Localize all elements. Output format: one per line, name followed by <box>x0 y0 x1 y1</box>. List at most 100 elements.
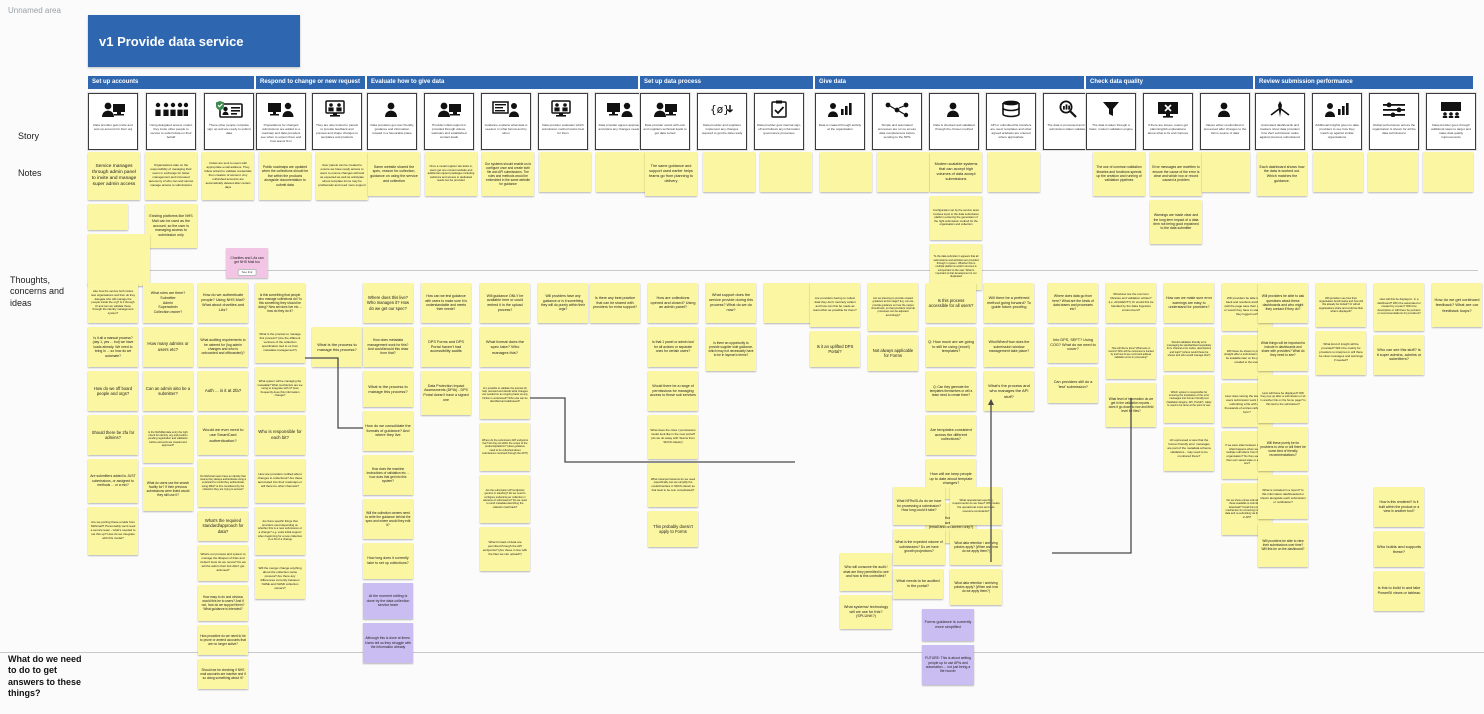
sticky-note[interactable]: What NFRs/SLAs do we have for processing… <box>893 487 945 525</box>
sticky-note[interactable]: Would there be a range of permissions fo… <box>648 371 698 411</box>
story-card[interactable]: Preparations for changed submissions are… <box>256 93 306 150</box>
sticky-note[interactable]: Is the NHSMail data entry the right chec… <box>143 415 193 463</box>
sticky-note[interactable]: Who/How are the common libraries and val… <box>1106 283 1156 323</box>
sticky-note[interactable]: At the moment editing is done by the dat… <box>363 583 413 619</box>
sticky-note[interactable]: What auditing requirements to be catered… <box>198 327 248 367</box>
sticky-note[interactable]: What is included in a report? Is this in… <box>1258 475 1308 519</box>
sticky-note-blank[interactable] <box>1368 152 1418 192</box>
sticky-note[interactable]: DPS Forms and DPS Portal haven't had acc… <box>421 327 471 367</box>
sticky-note[interactable]: Not always applicable for Forms <box>868 335 918 371</box>
sticky-note[interactable]: Which system is responsible for ensuring… <box>1164 375 1214 423</box>
see-link-chip[interactable]: See link <box>237 269 257 276</box>
sticky-note[interactable]: Configuration set by the service team in… <box>930 196 982 240</box>
story-card[interactable]: Data provider agrees approach and plans … <box>595 93 645 150</box>
story-card[interactable]: Data provider goes through additional st… <box>1426 93 1476 150</box>
sticky-note[interactable]: Will there be a preferred method going f… <box>984 283 1034 323</box>
sticky-note[interactable]: This probably doesn't apply to Forms <box>648 511 698 547</box>
sticky-note[interactable]: What do users use the search facility fo… <box>143 467 193 511</box>
sticky-note[interactable]: Although this is done at times. Users te… <box>363 623 413 663</box>
sticky-note[interactable]: How is this rendered? Is it built within… <box>1374 487 1424 527</box>
sticky-note[interactable]: Would we ever need to use SmartCard auth… <box>198 415 248 455</box>
story-card[interactable]: These other people complete sign up and … <box>204 93 254 150</box>
sticky-note[interactable]: Who builds and supports these? <box>1374 531 1424 567</box>
sticky-note[interactable]: What is the expected volume of submissio… <box>893 529 945 565</box>
sticky-note[interactable]: Is it possible to validate the queries f… <box>480 371 530 419</box>
sticky-note[interactable]: Are submitters added to JUST submissions… <box>88 459 138 503</box>
sticky-note[interactable]: Will providers be able to ask questions … <box>1258 283 1308 323</box>
sticky-note[interactable]: Who/When/How does the submission window … <box>984 327 1034 367</box>
sticky-note-blank[interactable] <box>764 283 814 323</box>
sticky-note-blank[interactable] <box>88 234 150 286</box>
sticky-note[interactable]: Are we planning to provide onward guidan… <box>868 283 918 331</box>
sticky-note[interactable]: How are collections opened and closed? U… <box>648 283 698 323</box>
sticky-note[interactable]: Existing platforms like NHS Mail can be … <box>145 204 197 248</box>
sticky-note[interactable]: Is it an uplifted DPS Portal? <box>810 331 860 367</box>
sticky-note-blank[interactable] <box>760 152 812 192</box>
story-card[interactable]: Guidance explains what data is needed, i… <box>481 93 531 150</box>
story-card[interactable]: Using delegated access model, they invit… <box>146 93 196 150</box>
sticky-note-blank[interactable] <box>1313 152 1363 192</box>
board-title-card[interactable]: v1 Provide data service <box>88 15 300 67</box>
sticky-note[interactable]: What needs to be audited in the portal? <box>893 569 943 599</box>
sticky-note[interactable]: The use of common validation libraries a… <box>1093 152 1145 196</box>
story-card[interactable]: The data is processed and the submission… <box>1043 93 1093 150</box>
sticky-note[interactable]: Auth ... is it at 2fa? <box>198 371 248 411</box>
sticky-note[interactable]: What formats of data are permitted throu… <box>480 527 530 571</box>
sticky-note[interactable]: Is this something that people who manage… <box>255 283 305 323</box>
story-card[interactable]: Provider initial support is provided thr… <box>424 93 474 150</box>
story-card[interactable]: Data provider gets invite and sets up ac… <box>88 93 138 150</box>
sticky-note[interactable]: Who can see this stuff? Is it super admi… <box>1374 335 1424 375</box>
sticky-note[interactable]: Can an admin also be a submitter? <box>143 371 193 411</box>
sticky-note[interactable]: How does metadata management work for th… <box>363 327 413 367</box>
sticky-note[interactable]: Are templates consistent across the diff… <box>926 415 976 455</box>
sticky-note[interactable]: Is there an opportunity to provide suppl… <box>706 327 756 371</box>
sticky-note[interactable]: What roles are there? Submitter Admin Su… <box>143 283 193 323</box>
sticky-note[interactable]: What is the process to manage this proce… <box>312 327 362 367</box>
sticky-note[interactable]: Should we be checking if NHS mail accoun… <box>198 659 248 689</box>
sticky-note[interactable]: Service manages through admin panel to i… <box>88 152 140 200</box>
sticky-note[interactable]: Modern scalable systems that can accept … <box>930 152 982 192</box>
sticky-note[interactable]: What data retention / archiving policies… <box>950 529 1002 565</box>
story-card[interactable]: Values either resubmitted or processed a… <box>1200 93 1250 150</box>
sticky-note[interactable]: Are there specific things that providers… <box>255 507 305 555</box>
sticky-note-blank[interactable] <box>1423 152 1473 192</box>
sticky-note[interactable]: Should there be 2fa for admins? <box>88 415 138 455</box>
sticky-note[interactable]: How do we off board people and orgs? <box>88 371 138 411</box>
sticky-note[interactable]: LD expressed a view that the human frien… <box>1164 427 1214 471</box>
column-header-4[interactable]: Give data <box>815 76 1084 89</box>
sticky-note-blank[interactable] <box>88 204 128 230</box>
sticky-note[interactable]: Is that 1 panel or admin tool for all ac… <box>648 327 698 367</box>
sticky-note[interactable]: What system will be managing the metadat… <box>255 367 305 411</box>
sticky-note[interactable]: How does the machine instructions of val… <box>363 455 413 495</box>
story-card[interactable]: Data providers get user friendly guidanc… <box>367 93 417 150</box>
sticky-note[interactable]: Error messages are rewritten to ensure t… <box>1150 152 1202 196</box>
sticky-note[interactable]: How will these be displayed? Will they p… <box>1258 375 1308 423</box>
sticky-note[interactable]: User panels can be created to ensure we … <box>316 152 368 200</box>
sticky-note[interactable]: Will these purely be for providers to vi… <box>1258 427 1308 471</box>
sticky-note[interactable]: Who will consume the audit / what are th… <box>840 553 892 591</box>
sticky-note[interactable]: Will providers have any guidance or is i… <box>538 283 588 323</box>
sticky-note[interactable]: How can we make sure error warnings are … <box>1164 283 1214 323</box>
sticky-note[interactable]: Can providers still do a 'test' submissi… <box>1048 367 1098 403</box>
sticky-note[interactable]: What is the process to manage this proce… <box>255 323 305 363</box>
sticky-note[interactable]: How many admins or users etc? <box>143 327 193 367</box>
sticky-note[interactable]: Is there any best practice that can be s… <box>590 283 640 323</box>
sticky-note[interactable]: The same guidance and support used earli… <box>645 152 697 196</box>
sticky-note-blank[interactable] <box>820 152 872 192</box>
sticky-note[interactable]: What data retention / archiving policies… <box>950 569 1002 605</box>
column-header-6[interactable]: Review submission performance <box>1255 76 1473 89</box>
sticky-note[interactable]: Invites are sent to users with appropria… <box>202 152 254 200</box>
sticky-note[interactable]: FUTURE: This is about setting people up … <box>922 645 974 685</box>
sticky-note[interactable]: What level of information do we get in t… <box>1106 383 1156 427</box>
sticky-note[interactable]: Is this to build in and take PowerBI vie… <box>1374 571 1424 611</box>
sticky-note[interactable]: Where does data go from here? What are t… <box>1048 283 1098 323</box>
sticky-note[interactable]: How can we test guidance with users to m… <box>421 283 471 323</box>
sticky-note[interactable]: What's our process and system to manage … <box>198 545 248 581</box>
sticky-note-blank[interactable] <box>877 152 929 192</box>
sticky-note[interactable]: Will the merger change anything about th… <box>255 559 305 599</box>
sticky-note[interactable]: Will the collection owners need to write… <box>363 499 413 539</box>
sticky-note[interactable]: Organisations take on the responsibility… <box>145 152 197 200</box>
story-card[interactable]: Data is created through activity at the … <box>815 93 865 150</box>
sticky-note[interactable]: How do we authenticate people? Using NHS… <box>198 283 248 323</box>
